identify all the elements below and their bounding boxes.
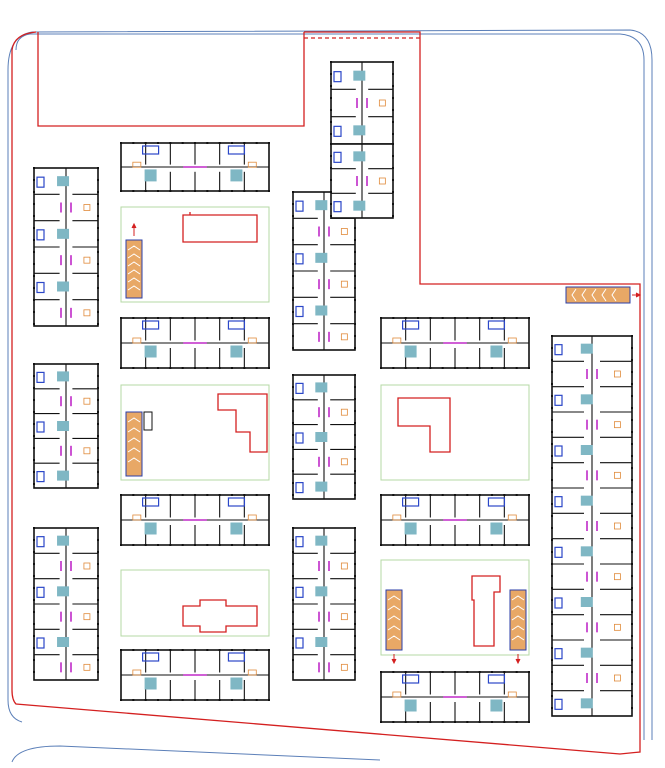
existing-building-outline <box>37 32 305 127</box>
parking-ramp-5 <box>565 286 642 304</box>
building-block-3 <box>120 494 270 546</box>
building-block-9 <box>33 363 99 489</box>
plot-outline <box>11 31 641 755</box>
parking-ramp-2 <box>125 411 153 477</box>
courtyard-5 <box>380 559 530 656</box>
courtyard-structure-2 <box>217 393 268 453</box>
courtyard-3 <box>120 569 270 637</box>
courtyard-structure-4 <box>397 397 451 453</box>
building-block-5 <box>380 317 530 369</box>
site-boundary-inner-line <box>15 33 645 740</box>
building-block-10 <box>33 527 99 681</box>
building-blocks <box>33 61 633 723</box>
parking-ramp-3 <box>385 589 403 665</box>
building-block-14 <box>330 61 394 145</box>
building-block-7 <box>380 671 530 723</box>
building-block-13 <box>292 527 356 681</box>
courtyard-structure-3 <box>182 599 258 633</box>
building-block-16 <box>551 335 633 717</box>
courtyard-structure-5 <box>471 575 501 647</box>
courtyard-structure-1 <box>182 212 258 243</box>
building-block-15 <box>330 143 394 219</box>
building-block-4 <box>120 649 270 701</box>
building-block-1 <box>120 142 270 192</box>
building-block-2 <box>120 317 270 369</box>
building-block-6 <box>380 494 530 546</box>
building-block-8 <box>33 167 99 327</box>
parking-ramp-4 <box>509 589 527 665</box>
courtyard-2 <box>120 384 270 481</box>
parking-ramp-1 <box>125 222 143 299</box>
building-block-12 <box>292 374 356 500</box>
courtyard-4 <box>380 384 530 481</box>
courtyard-1 <box>120 206 270 303</box>
